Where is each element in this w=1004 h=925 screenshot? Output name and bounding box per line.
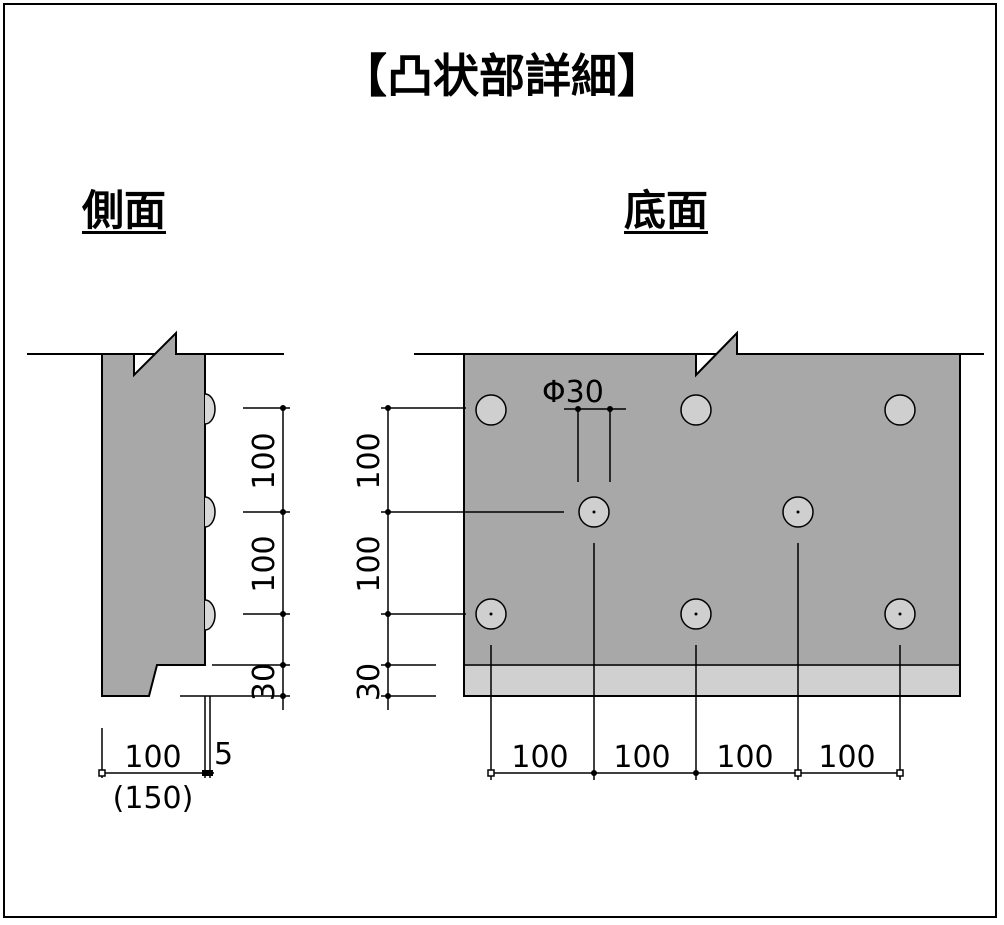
hole xyxy=(884,394,916,426)
drawing-frame xyxy=(3,3,997,918)
side-dim-label: (150) xyxy=(113,781,194,816)
bottom-view: Φ30 100 100 30 xyxy=(352,330,984,780)
bottom-dim-label: 100 xyxy=(511,740,568,775)
bottom-dim-label: 100 xyxy=(352,535,387,592)
hole xyxy=(475,394,507,426)
drawing-title: 【凸状部詳細】 xyxy=(341,49,663,103)
side-dim-label: 30 xyxy=(247,663,282,701)
bottom-view-label: 底面 xyxy=(624,186,709,235)
side-section xyxy=(101,330,206,697)
bottom-dim-label: 100 xyxy=(716,740,773,775)
side-dim-label: 100 xyxy=(124,740,181,775)
bottom-edge-strip xyxy=(465,666,959,695)
bottom-dim-label: 100 xyxy=(613,740,670,775)
side-view-label: 側面 xyxy=(82,186,167,235)
bottom-dim-label: 30 xyxy=(352,663,387,701)
hole-diameter-label: Φ30 xyxy=(542,375,604,410)
side-bump xyxy=(204,393,216,425)
side-horizontal-dimension xyxy=(101,696,214,778)
bottom-dim-label: 100 xyxy=(818,740,875,775)
side-vertical-dimension xyxy=(180,407,290,710)
side-bump xyxy=(204,599,216,631)
hole xyxy=(680,394,712,426)
bottom-dim-label: 100 xyxy=(352,432,387,489)
side-dim-label: 5 xyxy=(214,737,233,772)
side-view: 100 100 30 100 (150) 5 xyxy=(27,330,290,816)
bottom-slab xyxy=(463,330,961,697)
side-bump xyxy=(204,496,216,528)
side-dim-label: 100 xyxy=(247,535,282,592)
hole-diameter-callout xyxy=(564,408,626,482)
side-dim-label: 100 xyxy=(247,432,282,489)
